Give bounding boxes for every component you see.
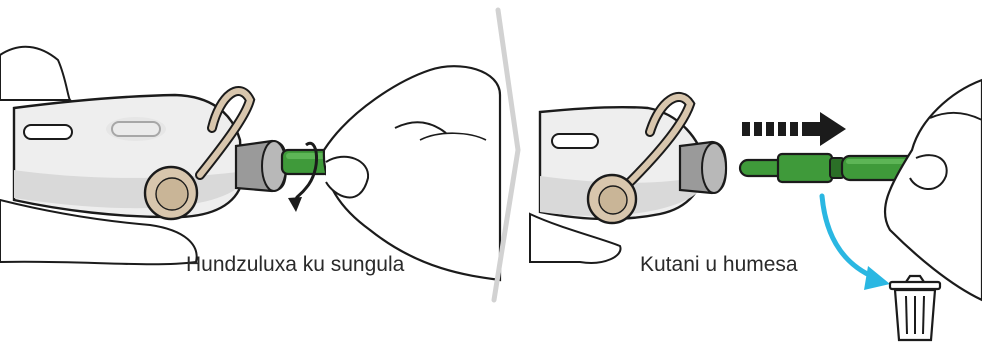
step-1-illustration <box>0 47 500 280</box>
pen-window-3 <box>552 134 598 148</box>
step-2-illustration <box>530 80 982 340</box>
discard-arrow-icon <box>822 196 890 290</box>
step-1-caption: Hundzuluxa ku sungula <box>186 253 404 277</box>
trash-can-icon <box>890 276 940 340</box>
right-hand-2 <box>885 80 982 300</box>
left-hand <box>0 47 70 100</box>
pull-arrow-icon <box>742 112 846 146</box>
pen-window-1 <box>24 125 72 139</box>
step-2-caption: Kutani u humesa <box>640 253 798 277</box>
